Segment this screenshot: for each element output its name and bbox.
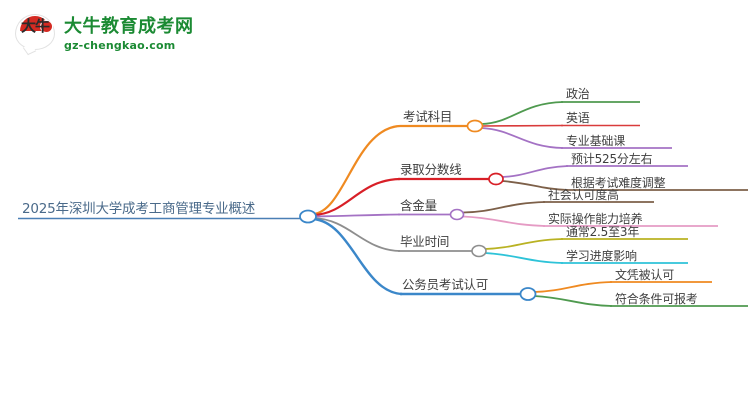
root-node-dot: [299, 209, 317, 224]
edge-branch-3-leaf-1: [484, 252, 564, 264]
site-logo: 大牛 大牛教育成考网 gz-chengkao.com: [14, 10, 194, 58]
edge-branch-0-leaf-2: [481, 127, 564, 149]
leaf-label-duration[interactable]: 通常2.5至3年: [566, 225, 640, 239]
branch-label-exam-subjects[interactable]: 考试科目: [403, 109, 453, 124]
edge-root-to-branch-0: [312, 124, 401, 216]
leaf-label-expected-score[interactable]: 预计525分左右: [571, 152, 653, 166]
logo-red-dot: [40, 20, 53, 33]
branch-1-node-dot: [488, 172, 504, 186]
logo-mark-text: 大牛: [20, 17, 50, 35]
edge-branch-3-leaf-0: [484, 238, 564, 250]
leaf-label-eligible-to-apply[interactable]: 符合条件可报考: [615, 292, 698, 306]
leaf-label-difficulty-adjust[interactable]: 根据考试难度调整: [571, 176, 666, 190]
branch-4-node-dot: [519, 287, 537, 301]
edge-branch-0-leaf-1: [481, 124, 564, 127]
edge-root-to-branch-1: [312, 177, 401, 217]
edge-branch-0-leaf-0: [481, 101, 564, 125]
branch-0-node-dot: [466, 119, 484, 133]
root-node-label[interactable]: 2025年深圳大学成考工商管理专业概述: [22, 201, 256, 217]
leaf-label-social-recognition[interactable]: 社会认可度高: [548, 188, 619, 202]
edge-root-to-branch-3: [312, 217, 401, 252]
leaf-label-diploma-recognized[interactable]: 文凭被认可: [615, 268, 675, 282]
edge-branch-4-leaf-0: [533, 281, 613, 293]
edge-root-to-branch-2: [312, 213, 401, 218]
edge-branch-4-leaf-1: [533, 295, 613, 307]
edge-branch-1-leaf-0: [501, 165, 569, 178]
logo-domain: gz-chengkao.com: [64, 38, 176, 52]
branch-2-node-dot: [449, 208, 465, 221]
branch-label-value[interactable]: 含金量: [400, 198, 437, 213]
branch-label-civil-service[interactable]: 公务员考试认可: [402, 277, 489, 292]
edge-branch-2-leaf-1: [462, 215, 546, 227]
logo-title: 大牛教育成考网: [64, 15, 194, 37]
edge-root-to-branch-4: [312, 217, 403, 296]
leaf-label-politics[interactable]: 政治: [566, 87, 590, 101]
leaf-label-practical-skills[interactable]: 实际操作能力培养: [548, 212, 643, 226]
branch-3-node-dot: [471, 244, 487, 258]
logo-mark-icon: 大牛: [14, 12, 58, 56]
edge-branch-2-leaf-0: [462, 201, 546, 214]
leaf-label-english[interactable]: 英语: [566, 111, 590, 125]
branch-label-admission-score[interactable]: 录取分数线: [400, 162, 462, 177]
leaf-label-study-pace[interactable]: 学习进度影响: [566, 249, 637, 263]
branch-label-graduation-time[interactable]: 毕业时间: [400, 234, 450, 249]
leaf-label-major-basics[interactable]: 专业基础课: [566, 134, 626, 148]
logo-text-group: 大牛教育成考网 gz-chengkao.com: [64, 15, 194, 52]
